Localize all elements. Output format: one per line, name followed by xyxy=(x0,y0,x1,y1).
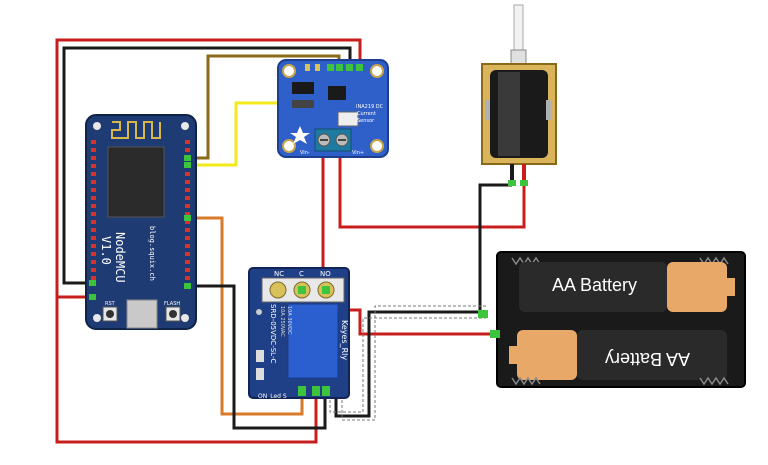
relay-rating-1: 10A 250VAC xyxy=(279,306,285,337)
battery-bottom-label: AA Battery xyxy=(605,349,690,369)
nodemcu-name: NodeMCU xyxy=(113,232,127,283)
wire-black-top xyxy=(62,46,352,285)
ina219-title-2: Current xyxy=(357,111,376,117)
relay-keyes: Keyes_Rly xyxy=(340,320,349,360)
battery-pack: AA Battery AA Battery xyxy=(478,251,746,388)
wire-black-relay xyxy=(187,284,327,430)
rst-button xyxy=(102,306,118,322)
nodemcu-left-pins xyxy=(91,140,96,280)
ina219-vin-minus: Vin- xyxy=(300,150,310,156)
relay-no-label: NO xyxy=(320,270,331,278)
relay-nc-label: NC xyxy=(274,270,284,278)
relay-module: NC C NO SRD-05VDC-SL-C 10A 250VAC 10A 30… xyxy=(248,267,350,400)
rst-label: RST xyxy=(105,301,116,307)
ina219-title-1: INA219 DC xyxy=(356,104,384,110)
battery-top: AA Battery xyxy=(519,262,735,312)
relay-bottom-label: ON_Led S xyxy=(258,393,287,400)
battery-top-label: AA Battery xyxy=(552,275,637,295)
ina219-title-3: Sensor xyxy=(357,118,375,124)
nodemcu-site: blog.squix.ch xyxy=(148,226,156,281)
solenoid xyxy=(481,4,557,186)
wire-orange xyxy=(187,216,304,416)
flash-button xyxy=(165,306,181,322)
wire-red-main xyxy=(55,38,362,299)
wire-black-solenoid xyxy=(478,183,512,316)
nodemcu-version: V1.0 xyxy=(99,236,113,265)
wire-dashed-outline xyxy=(341,305,486,421)
relay-rating-2: 10A 30VDC xyxy=(286,306,292,335)
flash-label: FLASH xyxy=(164,301,180,307)
relay-model: SRD-05VDC-SL-C xyxy=(269,304,277,363)
nodemcu-board: NodeMCU V1.0 blog.squix.ch RST FLASH xyxy=(85,114,197,330)
wire-dashed-outline-2 xyxy=(329,317,486,413)
wire-red-ina-solenoid xyxy=(338,156,526,229)
ina219-vin-plus: Vin+ xyxy=(352,150,364,156)
battery-bottom: AA Battery xyxy=(509,330,727,380)
wire-red-bottom xyxy=(55,297,318,444)
wire-black-relay-battery xyxy=(334,310,486,418)
relay-c-label: C xyxy=(299,270,304,278)
ina219-board: INA219 DC Current Sensor Vin- Vin+ xyxy=(277,59,389,158)
